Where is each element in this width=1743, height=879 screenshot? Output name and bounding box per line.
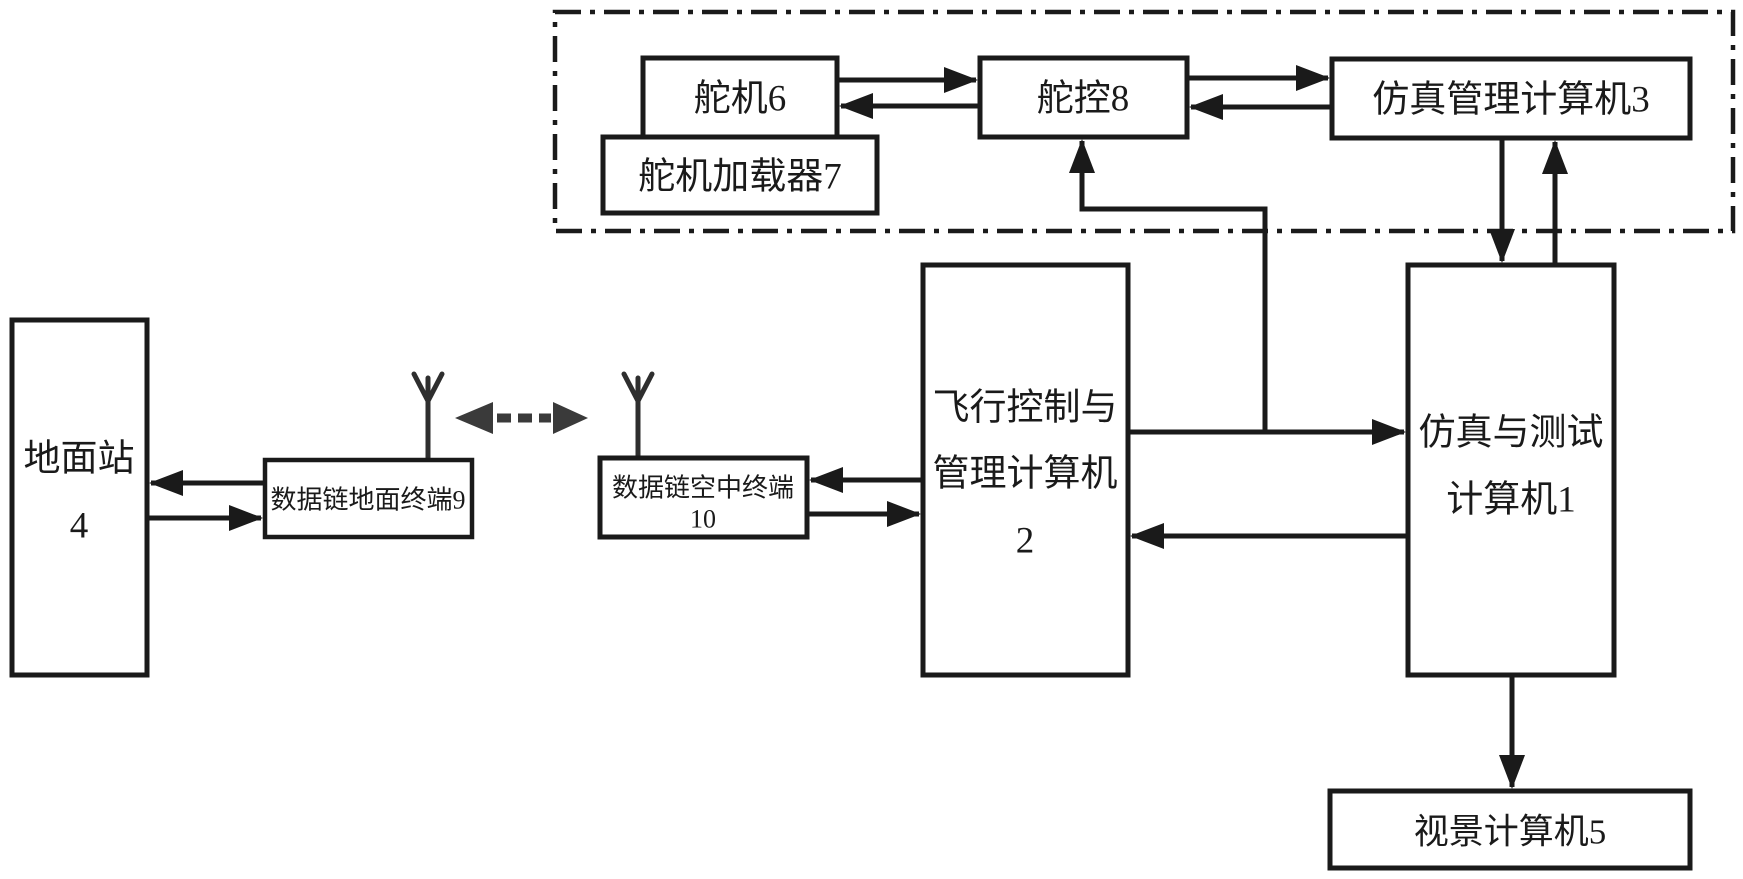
radio-link-right-arrowhead: [553, 402, 588, 434]
servo-loader7-label: 舵机加载器7: [638, 156, 842, 198]
datalink-ground-terminal9-box: [262, 457, 475, 540]
visual-computer5-box: [1327, 788, 1693, 871]
datalink-air-terminal10-label-line2: 10: [690, 505, 716, 534]
sim-test-computer1-label-line1: 仿真与测试: [1419, 412, 1604, 454]
sim-management-computer3-box: [1329, 56, 1693, 141]
servo-control8-box: [977, 55, 1190, 140]
datalink-air-terminal10-box: [597, 455, 810, 540]
flight-control-computer2-label-line2: 管理计算机: [933, 453, 1118, 495]
radio-link-dashed-arrow: [455, 402, 588, 434]
antenna-icon: [621, 371, 655, 462]
servo6-box: [640, 55, 840, 140]
sim-management-computer3-label: 仿真管理计算机3: [1372, 79, 1650, 121]
servo-control8-label: 舵控8: [1037, 78, 1130, 120]
dashdot-enclosure: [552, 9, 1736, 234]
antenna-icon: [411, 371, 445, 462]
visual-computer5-label: 视景计算机5: [1414, 813, 1607, 852]
flight-control-computer2-box: [920, 262, 1131, 678]
sim-test-computer1-label-line2: 计算机1: [1446, 479, 1576, 521]
flight-control-computer2-label-line1: 飞行控制与: [933, 387, 1118, 429]
datalink-ground-terminal9-label: 数据链地面终端9: [270, 486, 465, 515]
sim-test-computer1-box: [1405, 262, 1617, 678]
arrow-fcc2-branch-to-ctrl8: [1069, 139, 1268, 432]
radio-link-left-arrowhead: [455, 402, 493, 434]
ground-station4-label-line1: 地面站: [24, 439, 135, 480]
ground-station4-label-line2: 4: [70, 506, 89, 547]
ground-station4-box: [9, 317, 150, 678]
flight-control-computer2-label-line3: 2: [1016, 521, 1035, 562]
servo6-label: 舵机6: [694, 78, 787, 120]
datalink-air-terminal10-label-line1: 数据链空中终端: [612, 474, 794, 503]
